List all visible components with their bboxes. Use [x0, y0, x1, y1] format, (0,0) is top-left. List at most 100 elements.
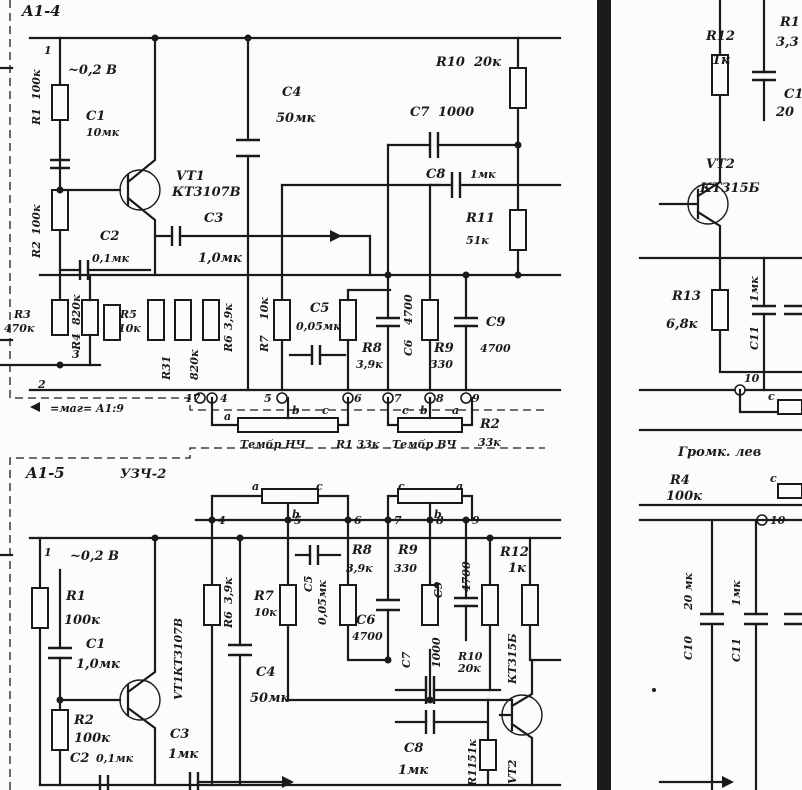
r1-top-resistor: [51, 84, 69, 121]
node: [151, 34, 159, 42]
c11-right-label: C11: [748, 326, 761, 350]
c6-bottom-capacitor: [376, 598, 400, 612]
vt1-top-value: КТ3107В: [171, 185, 241, 200]
c4-top-label: C4: [282, 85, 301, 100]
c8-bottom-label: C8: [404, 741, 423, 756]
treble-pot-bottom-b: b: [434, 508, 442, 521]
r10-bottom-value: 20к: [457, 662, 481, 675]
r11-top-resistor: [509, 209, 527, 251]
bass-pot-b: b: [292, 404, 300, 417]
c2-top-value: 0,1мк: [92, 252, 130, 265]
r1-bottom-label: R1: [65, 589, 86, 604]
r2-bottom-label: R2: [73, 713, 94, 728]
module-a1-4: A1-4 R1 100к C1 10мк R2 100к VT1 КТ3107В…: [0, 0, 562, 415]
r4-top-label: R4: [70, 333, 83, 351]
node: [462, 271, 470, 279]
module-frame-bottom: [9, 447, 545, 790]
mag-arrow: [30, 402, 40, 412]
node: [151, 534, 159, 542]
node: [56, 696, 64, 704]
r8-top-resistor: [339, 299, 357, 341]
r11-top-label: R11: [465, 211, 495, 226]
r9-bottom-value: 330: [394, 562, 417, 575]
c1-right-capacitor: [752, 70, 776, 82]
r11-bottom-resistor: [479, 739, 497, 771]
c10-right-value: 20 мк: [682, 572, 695, 611]
r31-top-value: 820к: [188, 349, 201, 380]
c1-right-value: 20: [775, 105, 794, 120]
bass-pot-a: a: [224, 410, 231, 423]
r1-right-value: 3,3: [776, 35, 799, 50]
pin-6-label: 6: [354, 392, 362, 405]
r12-right-resistor: [711, 54, 729, 96]
cap-right-edge: [784, 304, 802, 316]
r8-top-label: R8: [361, 341, 382, 356]
pin-1-top: 1: [44, 44, 52, 57]
pin-9: [460, 392, 472, 404]
vt2-right-leads: [658, 180, 722, 260]
c6-top-label: C6: [402, 339, 415, 356]
r6-bottom-value: 3,9к: [222, 577, 235, 604]
c2-bottom-value: 0,1мк: [96, 752, 134, 765]
r-right-bottom-wire: [528, 536, 562, 662]
r13-right-value: 6,8к: [666, 317, 698, 332]
r1-right-label: R1: [779, 15, 800, 30]
r1-bottom-value: 100к: [64, 613, 100, 628]
node: [244, 34, 252, 42]
r8-bottom-value: 3,9к: [346, 562, 373, 575]
vt1-bottom-label: VT1: [172, 676, 185, 700]
r7-bottom-wire: [286, 518, 512, 702]
node: [514, 141, 522, 149]
r3-top-resistor: [51, 299, 69, 336]
r2-bottom-value: 100к: [74, 731, 110, 746]
node: [56, 361, 64, 369]
pin-5-bottom-label: 5: [294, 514, 302, 527]
node: [56, 186, 64, 194]
pin-17: [194, 392, 206, 404]
c1-bottom-value: 1,0мк: [76, 657, 120, 672]
module-id-bottom: A1-5: [24, 464, 65, 482]
c1-top-value: 10мк: [86, 126, 120, 139]
pin-10-right-label: 10: [744, 372, 760, 385]
c3-bottom-label: C3: [170, 727, 189, 742]
pin-1-bottom: 1: [44, 546, 52, 559]
treble-pot-bottom-c: c: [398, 480, 405, 493]
node: [236, 534, 244, 542]
c5-bottom-label: C5: [302, 576, 315, 592]
c2-top-label: C2: [100, 229, 119, 244]
cap-right-edge-2: [784, 612, 802, 626]
r5-top-label: R5: [119, 308, 137, 321]
r9-top-resistor: [421, 299, 439, 341]
c11-right-value: 1мк: [748, 276, 761, 302]
c4-top-capacitor: [236, 138, 260, 158]
r6-top-resistor: [202, 299, 220, 341]
node: [486, 534, 494, 542]
c8-top-capacitor: [450, 172, 462, 198]
r10-top-label: R10: [435, 55, 465, 70]
r9-top-value: 330: [430, 358, 453, 371]
c9-top-capacitor: [454, 316, 478, 328]
c11b-right-value: 1мк: [730, 580, 743, 606]
node: [384, 656, 392, 664]
c10-right-label: C10: [682, 636, 695, 660]
vol-wire: [738, 388, 792, 414]
r9-bottom-resistor: [421, 584, 439, 626]
vt1-top-label: VT1: [176, 169, 205, 184]
c3-top-label: C3: [204, 211, 223, 226]
vt1-bottom-leads: [126, 536, 157, 787]
r6-bottom-resistor: [203, 584, 221, 626]
node: [426, 696, 434, 704]
vol-pot-bottom: [777, 483, 802, 499]
c5-bottom-value: 0,05мк: [316, 580, 329, 625]
c8-bottom-value: 1мк: [398, 763, 428, 778]
c9-bottom-value: 4700: [460, 561, 473, 592]
r2-top-resistor: [51, 189, 69, 231]
c6-bottom-label: C6: [356, 613, 375, 628]
c6-top-value: 4700: [402, 294, 415, 325]
c7-bottom-label: C7: [400, 651, 413, 668]
c3-top-wire: [153, 234, 372, 277]
r2-top-value: 100к: [30, 204, 43, 235]
pin-2-top: 2: [37, 378, 46, 391]
